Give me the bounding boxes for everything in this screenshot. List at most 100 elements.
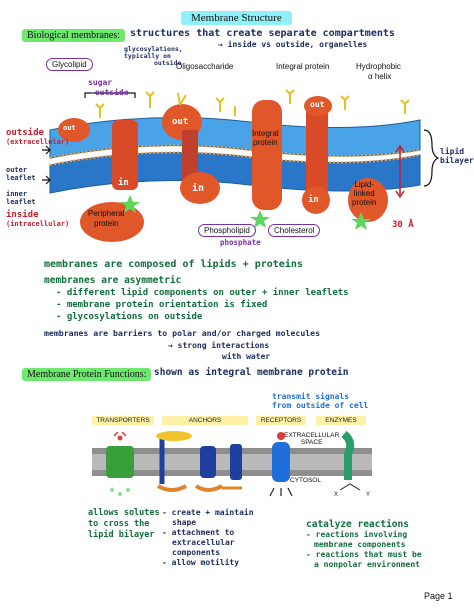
transporters-note-3: lipid bilayer — [88, 530, 155, 540]
peripheral-text: Peripheral — [88, 209, 125, 218]
page-title: Membrane Structure — [181, 11, 292, 25]
category-transporters: TRANSPORTERS — [92, 416, 154, 425]
hydrophobic-label: Hydrophobic — [356, 62, 401, 71]
sugar-text: sugar — [88, 78, 113, 87]
integral-center-text: Integral — [252, 129, 279, 138]
category-receptors: RECEPTORS — [256, 416, 306, 425]
bilayer-text: bilayer — [440, 156, 474, 165]
transmit-text-1: transmit signals — [272, 392, 350, 401]
note-barriers: membranes are barriers to polar and/or c… — [44, 328, 321, 338]
anchors-note-6: - allow motility — [162, 558, 240, 567]
enzymes-note-4: - reactions that must be — [306, 550, 422, 559]
peripheral-protein-text: protein — [94, 219, 119, 228]
outer-leaflet-label: outer leaflet — [6, 166, 36, 182]
membrane-diagram — [42, 89, 440, 242]
outside-label: outside — [6, 128, 44, 138]
enzymes-note-2: - reactions involving — [306, 530, 408, 539]
outer-leaflet-text: leaflet — [6, 174, 36, 182]
integral-protein-label: Integral protein — [276, 62, 330, 71]
anchor-protein-2 — [200, 446, 216, 478]
phospholipid-label: Phospholipid — [198, 224, 256, 237]
in-tag-1: in — [118, 178, 129, 188]
inside-label: inside — [6, 210, 39, 220]
anchors-note-3: - attachment to — [162, 528, 235, 537]
extracellular-text: EXTRACELLULAR — [284, 432, 340, 439]
alpha-helix-label: α helix — [368, 72, 392, 81]
lipid-linked-protein-label: Lipid- linked protein — [352, 180, 376, 207]
enzymes-note: catalyze reactions - reactions involving… — [306, 520, 422, 570]
transmit-text-2: from outside of cell — [272, 401, 369, 410]
glycolipid-label: Glycolipid — [46, 58, 93, 71]
phosphate-note: phosphate — [220, 238, 261, 247]
peripheral-protein-label: Peripheral protein — [88, 209, 124, 229]
receptor-protein — [272, 442, 290, 482]
note-different-lipids: - different lipid components on outer + … — [56, 288, 349, 298]
lipid-text: Lipid- — [354, 180, 375, 189]
in-tag-3: in — [308, 195, 319, 205]
note-asymmetric: membranes are asymmetric — [44, 275, 182, 286]
note-compartments: structures that create separate compartm… — [130, 28, 395, 39]
intracellular-label: (intracellular) — [6, 220, 70, 228]
cytosol-label: CYTOSOL — [290, 477, 321, 484]
enzymes-note-5: a nonpolar environment — [314, 560, 420, 569]
outer-text: outer — [6, 166, 28, 174]
section-label-biological-membranes: Biological membranes: — [22, 29, 126, 42]
anchors-note-2: shape — [172, 518, 197, 527]
protein-in-right — [302, 186, 330, 214]
note-glycosylations: - glycosylations on outside — [56, 312, 203, 322]
lipid-protein-text: protein — [352, 198, 377, 207]
note-with-water: with water — [222, 352, 271, 361]
note-inside-outside: → inside vs outside, organelles — [218, 40, 368, 49]
section-label-protein-functions: Membrane Protein Functions: — [22, 368, 152, 381]
anchors-note: - create + maintain shape - attachment t… — [162, 508, 254, 568]
outside-small-text: outside — [154, 59, 182, 67]
transmit-signals-note: transmit signals from outside of cell — [272, 392, 368, 410]
note-strong-interactions: → strong interactions — [168, 341, 270, 350]
protein-out-top-right — [304, 96, 332, 116]
in-tag-2: in — [192, 183, 205, 194]
glycosylations-text: glycosylations, — [124, 45, 183, 53]
category-anchors: ANCHORS — [162, 416, 248, 425]
oligosaccharide-label: Oligosaccharide — [176, 62, 234, 71]
note-composed: membranes are composed of lipids + prote… — [44, 259, 303, 270]
inner-leaflet-text: leaflet — [6, 198, 36, 206]
lipid-bilayer-label: lipid bilayer — [440, 147, 474, 165]
y-label: Y — [366, 492, 371, 498]
thirty-angstrom-label: 30 Å — [392, 220, 414, 230]
cholesterol-label: Cholesterol — [268, 224, 321, 237]
out-tag-1: out — [63, 124, 76, 132]
lipid-bilayer-text: lipid — [440, 147, 465, 156]
outside-arrow-note: -outside — [90, 88, 129, 97]
page-number: Page 1 — [424, 591, 453, 601]
note-integral-shown: shown as integral membrane protein — [154, 367, 349, 378]
enzymes-note-1: catalyze reactions — [306, 519, 409, 530]
anchors-note-4: extracellular — [172, 538, 235, 547]
out-tag-3: out — [310, 100, 325, 109]
anchor-protein-3 — [230, 444, 242, 480]
inner-text: inner — [6, 190, 28, 198]
typically-on-text: typically on — [124, 52, 171, 60]
protein-center-text: protein — [253, 138, 278, 147]
enzymes-note-3: membrane components — [314, 540, 406, 549]
transporters-note-2: to cross the — [88, 519, 150, 529]
category-enzymes: ENZYMES — [316, 416, 366, 425]
transporter-protein — [106, 446, 134, 478]
integral-protein-central — [252, 100, 282, 210]
peripheral-protein — [80, 202, 144, 242]
transporters-note: allows solutes to cross the lipid bilaye… — [88, 508, 160, 541]
transporters-note-1: allows solutes — [88, 508, 160, 518]
protein-in-1 — [180, 172, 220, 204]
outer-leaflet — [49, 117, 421, 159]
hydrophobic-helix-protein — [306, 105, 328, 205]
lipid-linked-protein — [348, 178, 388, 222]
functions-diagram — [92, 430, 372, 497]
extracellular-label: (extracellular) — [6, 138, 70, 146]
linked-text: linked — [353, 189, 375, 198]
inner-leaflet-label: inner leaflet — [6, 190, 36, 206]
extracellular-space-label: EXTRACELLULAR SPACE — [284, 432, 339, 446]
integral-protein-center: Integral protein — [252, 129, 279, 147]
protein-left — [58, 118, 90, 142]
enzyme-protein — [341, 430, 355, 480]
anchors-note-1: - create + maintain — [162, 508, 254, 517]
anchors-note-5: components — [172, 548, 221, 557]
